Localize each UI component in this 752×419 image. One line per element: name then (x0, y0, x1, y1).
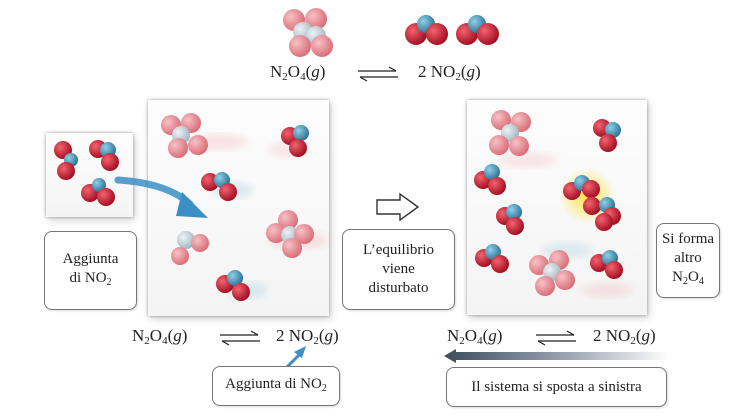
coeff: 2 (593, 326, 602, 345)
state: g (173, 326, 182, 345)
no2-molecule (496, 204, 524, 235)
top-no2-molecule-2 (456, 15, 499, 45)
coeff: 2 (418, 62, 427, 81)
no2-molecule (216, 270, 250, 301)
right-equilibrium-arrows (536, 330, 576, 346)
forma-line3: N2O4 (662, 268, 714, 291)
si-forma-label: Si forma altro N2O4 (656, 223, 720, 298)
no2-molecule (593, 119, 621, 152)
left-equation-product: 2 NO2(g) (276, 326, 339, 347)
subscript: 2 (321, 382, 327, 394)
right-equation-product: 2 NO2(g) (593, 326, 656, 347)
right-equation-reactant: N2O4(g) (447, 326, 503, 347)
state: g (488, 326, 497, 345)
top-equation: N2O4(g) (270, 62, 325, 83)
n2o4-molecule (489, 110, 531, 156)
top-equilibrium-arrows (358, 66, 398, 82)
sposta-sinistra-label: Il sistema si sposta a sinistra (446, 367, 667, 407)
top-n2o4-molecule (283, 8, 333, 57)
state: g (311, 62, 320, 81)
n2o4-molecule (529, 250, 575, 296)
added-no2-panel (46, 133, 133, 217)
subscript: 4 (698, 276, 704, 287)
top-eq-no2: 2 NO2(g) (418, 62, 481, 83)
n2o4-molecule (161, 113, 208, 158)
n2o4-molecule (171, 231, 209, 265)
equilibrio-line2: viene (382, 261, 415, 277)
subscript: 2 (682, 276, 688, 287)
aggiunta-label: Aggiunta di NO2 (44, 231, 137, 310)
transition-arrow-icon (376, 192, 420, 222)
no2-molecule (281, 125, 309, 157)
equilibrio-disturbato-label: L’equilibrio viene disturbato (342, 229, 455, 310)
no2-molecule (474, 164, 506, 195)
no2-molecule (475, 244, 509, 273)
no2-molecule (590, 250, 623, 279)
top-no2-molecule-1 (405, 15, 448, 45)
aggiunta-line1: Aggiunta (62, 250, 119, 267)
n2o4-molecule (266, 210, 314, 258)
state: g (466, 62, 475, 81)
no2-collision-pair (563, 175, 621, 231)
aggiunta-line2: di NO2 (63, 269, 119, 292)
state: g (641, 326, 650, 345)
text: O (687, 269, 699, 285)
state: g (324, 326, 333, 345)
equilibrio-line3: disturbato (368, 280, 429, 296)
equilibrio-line1: L’equilibrio (362, 242, 435, 258)
left-equilibrium-arrows (220, 330, 260, 346)
no2-molecule (54, 141, 78, 180)
forma-line1: Si forma (661, 231, 715, 247)
no2-molecule (201, 172, 237, 201)
sposta-text: Il sistema si sposta a sinistra (471, 378, 642, 395)
shift-left-arrow (444, 349, 670, 363)
no2-molecule (89, 140, 119, 171)
aggiunta-bottom-label: Aggiunta di NO2 (212, 366, 340, 406)
top-eq-n2o4: N2O4(g) (270, 62, 326, 83)
add-no2-curved-arrow (114, 176, 208, 218)
left-equation-reactant: N2O4(g) (132, 326, 188, 347)
text: N (672, 269, 683, 285)
text: di NO (69, 269, 107, 286)
text: Aggiunta di NO (225, 375, 322, 392)
forma-line2: altro (674, 250, 702, 266)
right-mixture-panel (467, 100, 647, 315)
subscript: 2 (106, 276, 112, 288)
coeff: 2 (276, 326, 285, 345)
no2-molecule (81, 178, 115, 206)
